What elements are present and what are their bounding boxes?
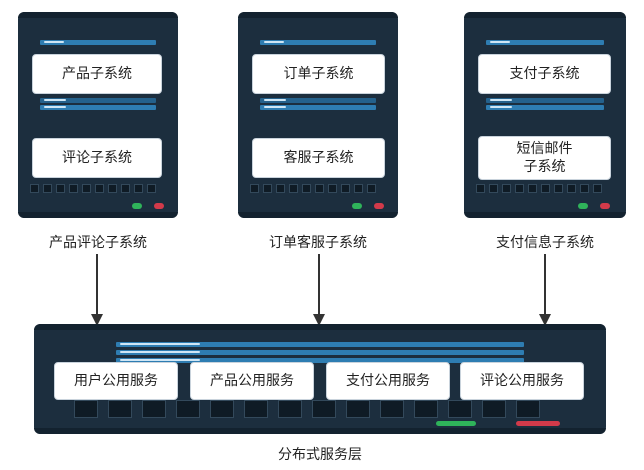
- server-stripe: [486, 40, 604, 45]
- module-card: 客服子系统: [252, 138, 385, 178]
- server-stripe: [40, 40, 156, 45]
- module-card: 评论子系统: [32, 138, 162, 178]
- server-order-service: [238, 12, 398, 218]
- led-green: [436, 421, 476, 426]
- led-red: [154, 203, 164, 209]
- subsystem-label: 订单客服子系统: [269, 235, 367, 251]
- arrowhead: [91, 314, 103, 326]
- service-card: 评论公用服务: [460, 362, 584, 400]
- subsystem-label: 产品评论子系统: [49, 235, 147, 251]
- server-bottom-lip: [34, 428, 606, 434]
- server-bottom-lip: [464, 212, 626, 218]
- led-green: [578, 203, 588, 209]
- server-product-review: [18, 12, 178, 218]
- arrowhead: [313, 314, 325, 326]
- server-stripe: [116, 350, 524, 355]
- server-top-lip: [18, 12, 178, 18]
- server-stripe: [486, 98, 604, 103]
- led-red: [374, 203, 384, 209]
- server-stripe: [40, 105, 156, 110]
- server-service-layer: [34, 324, 606, 434]
- module-card: 订单子系统: [252, 54, 385, 94]
- led-red: [600, 203, 610, 209]
- module-card: 短信邮件 子系统: [478, 136, 611, 180]
- server-vent: [476, 184, 602, 193]
- led-red: [516, 421, 560, 426]
- server-stripe: [260, 40, 376, 45]
- server-stripe: [116, 342, 524, 347]
- service-card: 用户公用服务: [54, 362, 178, 400]
- server-stripe: [40, 98, 156, 103]
- service-card: 产品公用服务: [190, 362, 314, 400]
- server-stripe: [486, 105, 604, 110]
- subsystem-label: 支付信息子系统: [496, 235, 594, 251]
- server-stripe: [260, 105, 376, 110]
- server-top-lip: [238, 12, 398, 18]
- server-bottom-lip: [18, 212, 178, 218]
- led-green: [132, 203, 142, 209]
- led-green: [352, 203, 362, 209]
- service-card: 支付公用服务: [326, 362, 450, 400]
- server-vent: [30, 184, 156, 193]
- server-top-lip: [464, 12, 626, 18]
- server-payment-info: [464, 12, 626, 218]
- server-bottom-lip: [238, 212, 398, 218]
- module-card: 产品子系统: [32, 54, 162, 94]
- server-top-lip: [34, 324, 606, 330]
- arrowhead: [539, 314, 551, 326]
- service-layer-label: 分布式服务层: [278, 447, 362, 463]
- server-stripe: [260, 98, 376, 103]
- server-vent: [74, 400, 540, 418]
- server-vent: [250, 184, 376, 193]
- server-stripe: [116, 358, 524, 363]
- module-card: 支付子系统: [478, 54, 611, 94]
